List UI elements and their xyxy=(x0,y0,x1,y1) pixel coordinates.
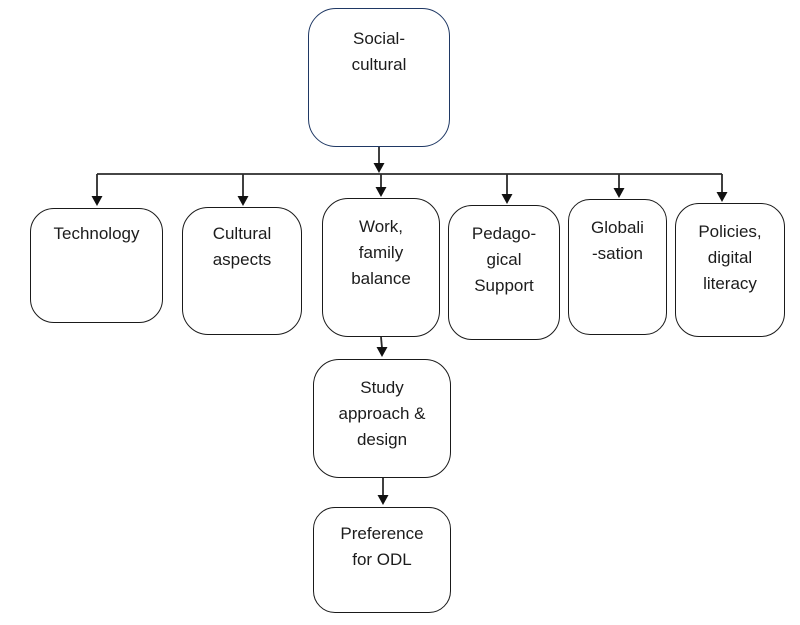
arrowhead-technology xyxy=(91,196,103,206)
node-policies-digital-literacy-label: Policies, digital literacy xyxy=(698,222,762,293)
node-technology: Technology xyxy=(30,208,163,323)
node-cultural-aspects: Cultural aspects xyxy=(182,207,302,335)
connector-work-to-study xyxy=(380,336,383,349)
node-pedagogical-support: Pedago- gical Support xyxy=(448,205,560,340)
node-technology-label: Technology xyxy=(53,224,140,243)
node-study-approach-design-label: Study approach & design xyxy=(338,378,426,449)
arrowhead-work-family-balance xyxy=(375,187,387,197)
node-social-cultural-label: Social- cultural xyxy=(351,29,407,74)
node-social-cultural: Social- cultural xyxy=(308,8,450,147)
arrowhead-policies xyxy=(716,192,728,202)
node-pedagogical-support-label: Pedago- gical Support xyxy=(471,224,537,295)
arrowhead-cultural-aspects xyxy=(237,196,249,206)
node-cultural-aspects-label: Cultural aspects xyxy=(212,224,272,269)
arrowhead-globalisation xyxy=(613,188,625,198)
arrowhead-root-stub xyxy=(373,163,385,173)
node-preference-for-odl-label: Preference for ODL xyxy=(340,524,424,569)
node-globalisation-label: Globali -sation xyxy=(591,218,644,263)
node-work-family-balance-label: Work, family balance xyxy=(351,217,411,288)
node-preference-for-odl: Preference for ODL xyxy=(313,507,451,613)
node-policies-digital-literacy: Policies, digital literacy xyxy=(675,203,785,337)
arrowhead-pedagogical-support xyxy=(501,194,513,204)
arrowhead-preference xyxy=(377,495,389,505)
node-study-approach-design: Study approach & design xyxy=(313,359,451,478)
node-work-family-balance: Work, family balance xyxy=(322,198,440,337)
arrowhead-study xyxy=(376,347,388,357)
node-globalisation: Globali -sation xyxy=(568,199,667,335)
